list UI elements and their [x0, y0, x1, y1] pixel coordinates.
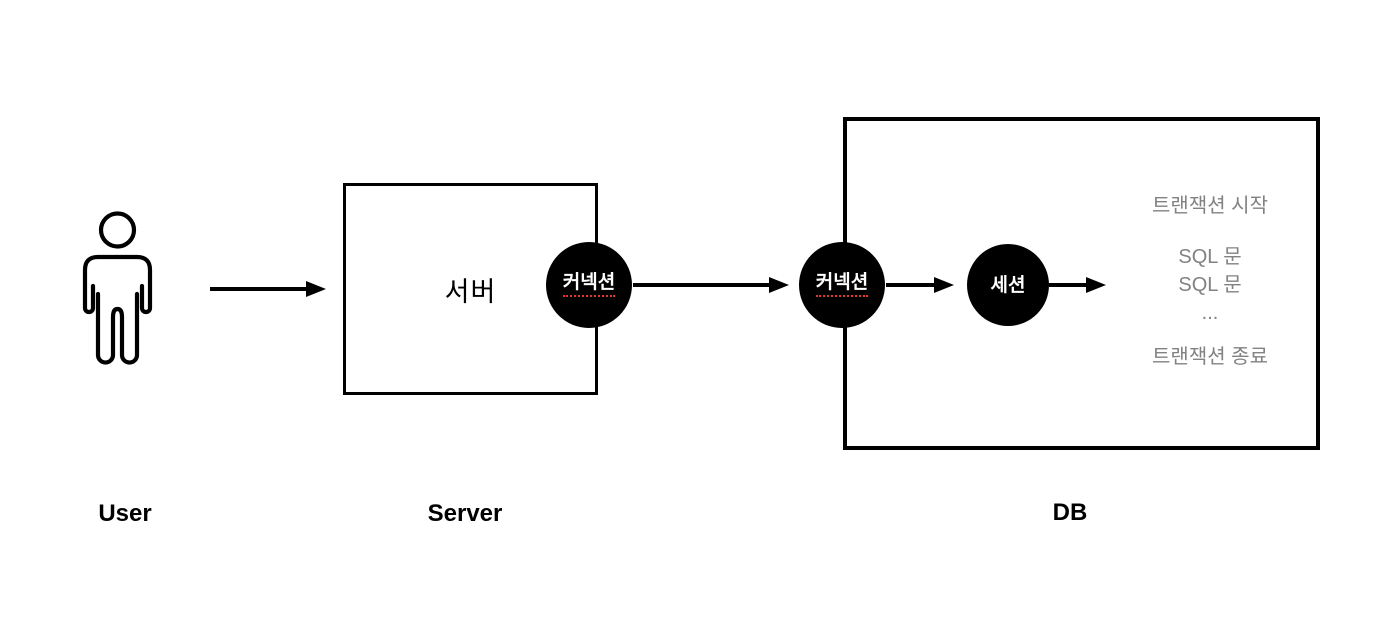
transaction-start-text: 트랜잭션 시작 — [1152, 195, 1268, 217]
arrow-session-to-transaction — [1049, 277, 1106, 293]
person-legs — [95, 291, 140, 365]
person-head — [98, 211, 137, 249]
server-connection-label: 커넥션 — [562, 273, 616, 297]
person-icon — [82, 211, 153, 365]
person-torso — [82, 254, 153, 315]
server-box-title: 서버 — [444, 276, 497, 307]
arrow-connection-to-session — [886, 277, 954, 293]
arrow-user-to-server — [210, 281, 326, 297]
db-label: DB — [1052, 499, 1088, 526]
session-node: 세션 — [967, 244, 1049, 326]
sql-statement-text: SQL 문 — [1178, 246, 1242, 268]
user-label: User — [98, 500, 152, 527]
session-label: 세션 — [990, 274, 1026, 296]
sql-statement-text: SQL 문 — [1178, 274, 1242, 296]
server-label: Server — [427, 500, 503, 527]
transaction-block: 트랜잭션 시작 SQL 문 SQL 문 ... 트랜잭션 종료 — [1100, 192, 1320, 371]
server-connection-node: 커넥션 — [546, 242, 632, 328]
db-connection-node: 커넥션 — [799, 242, 885, 328]
transaction-end-text: 트랜잭션 종료 — [1152, 346, 1268, 368]
db-connection-label: 커넥션 — [815, 273, 869, 297]
arrow-server-to-db — [633, 277, 789, 293]
ellipsis-text: ... — [1201, 302, 1219, 324]
